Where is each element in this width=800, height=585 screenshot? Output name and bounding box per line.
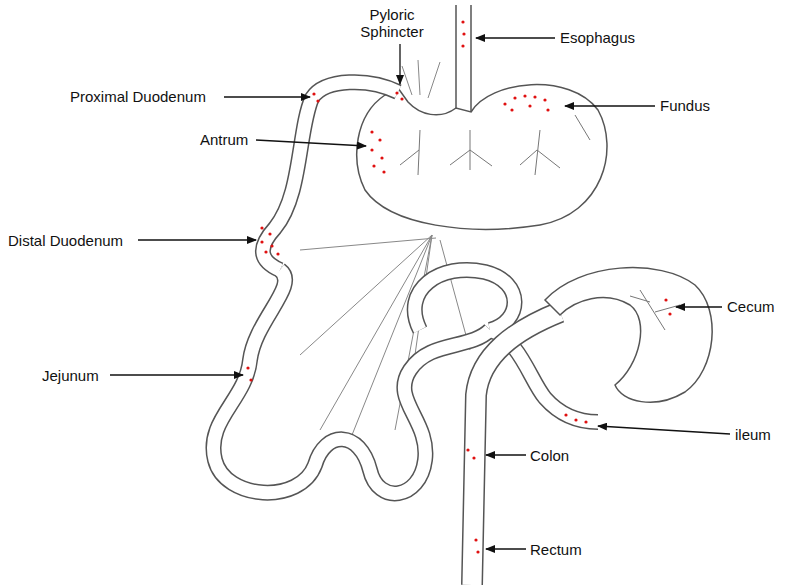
organ-label: Jejunum bbox=[42, 367, 99, 384]
organ-label: Pyloric Sphincter bbox=[352, 6, 432, 40]
leader-arrows bbox=[110, 38, 730, 549]
organ-label: ileum bbox=[735, 426, 771, 443]
intestine-lumen bbox=[213, 82, 598, 493]
intestine-outline bbox=[213, 82, 598, 493]
stomach-vessels bbox=[400, 115, 590, 175]
esophagus-tube bbox=[456, 5, 471, 112]
organ-label: Antrum bbox=[200, 131, 248, 148]
cecum-outline bbox=[545, 268, 712, 403]
organ-label: Esophagus bbox=[560, 29, 635, 46]
organ-label: Proximal Duodenum bbox=[70, 88, 206, 105]
organ-label: Fundus bbox=[660, 97, 710, 114]
organ-label: Colon bbox=[530, 447, 569, 464]
sample-dots bbox=[246, 20, 671, 553]
organ-label: Distal Duodenum bbox=[8, 232, 123, 249]
cecum-vessels bbox=[630, 290, 680, 330]
organ-label: Rectum bbox=[530, 541, 582, 558]
organ-label: Cecum bbox=[727, 298, 775, 315]
